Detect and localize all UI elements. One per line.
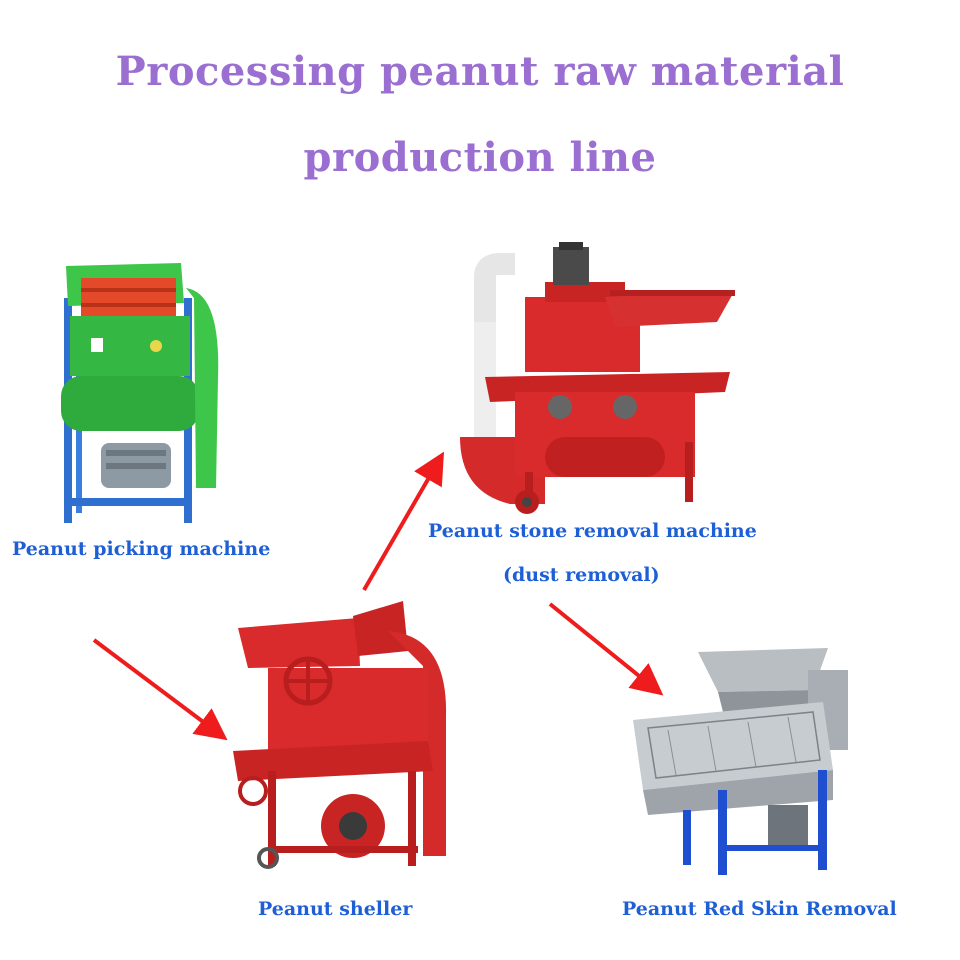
arrow-sheller-to-stone	[362, 451, 445, 592]
peanut-red-skin-removal-image	[633, 648, 848, 875]
page-title-line-2: production line	[303, 134, 657, 181]
arrow-stone-to-redskin	[548, 602, 664, 696]
peanut-picking-machine-image	[61, 263, 219, 523]
peanut-sheller-image	[233, 601, 447, 869]
arrow-picking-to-sheller	[92, 638, 228, 741]
label-dust-removal: (dust removal)	[503, 564, 660, 586]
peanut-stone-removal-machine-image	[460, 242, 735, 514]
label-peanut-picking-machine: Peanut picking machine	[12, 538, 271, 560]
label-peanut-sheller: Peanut sheller	[258, 898, 413, 920]
label-peanut-red-skin-removal: Peanut Red Skin Removal	[622, 898, 897, 920]
label-peanut-stone-removal-machine: Peanut stone removal machine	[428, 520, 757, 542]
page-title-line-1: Processing peanut raw material	[115, 48, 845, 95]
